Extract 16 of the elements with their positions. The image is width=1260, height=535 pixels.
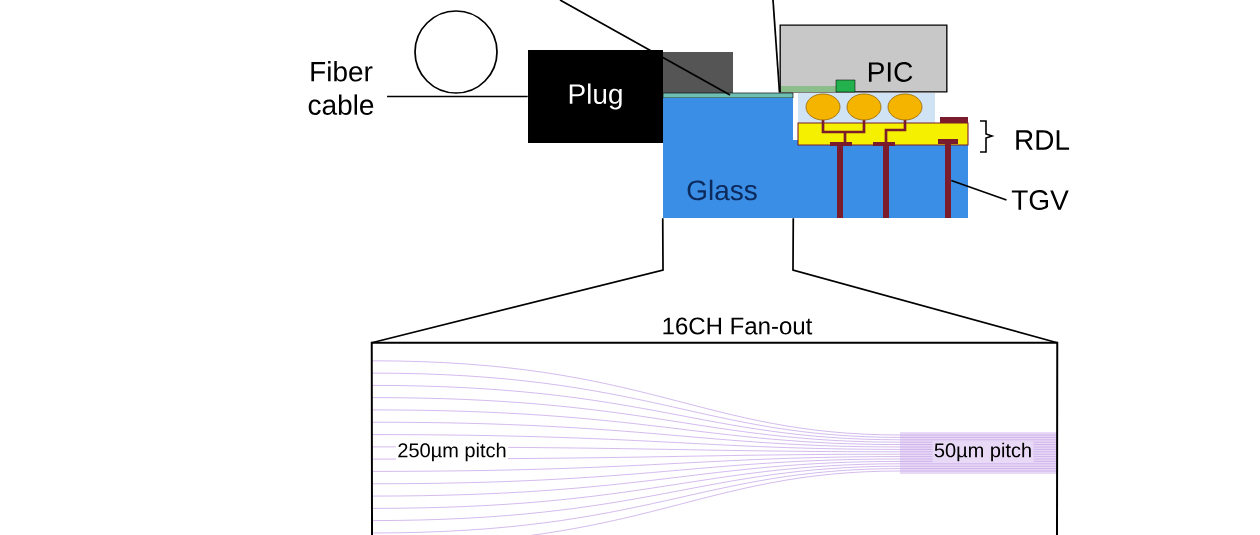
- layer-label: 50µm pitch: [932, 441, 1034, 463]
- node-label: Glass: [687, 179, 757, 201]
- connector-line: [559, 0, 731, 96]
- connector-line: [950, 179, 1008, 201]
- layer-label: TGV: [1011, 190, 1069, 210]
- connector-line: [792, 217, 1059, 344]
- plug-box: Plug: [528, 50, 663, 143]
- layer-label: RDL: [1012, 129, 1072, 151]
- layer-label: 250µm pitch: [396, 441, 508, 463]
- connector-line: [370, 217, 664, 344]
- via: [938, 139, 958, 218]
- connector-line: [772, 0, 781, 94]
- cable-label: Fiber cable: [308, 61, 374, 115]
- glass-substrate: Glass: [663, 98, 793, 218]
- connector-line: [386, 10, 529, 98]
- chip-box: PIC: [779, 24, 948, 93]
